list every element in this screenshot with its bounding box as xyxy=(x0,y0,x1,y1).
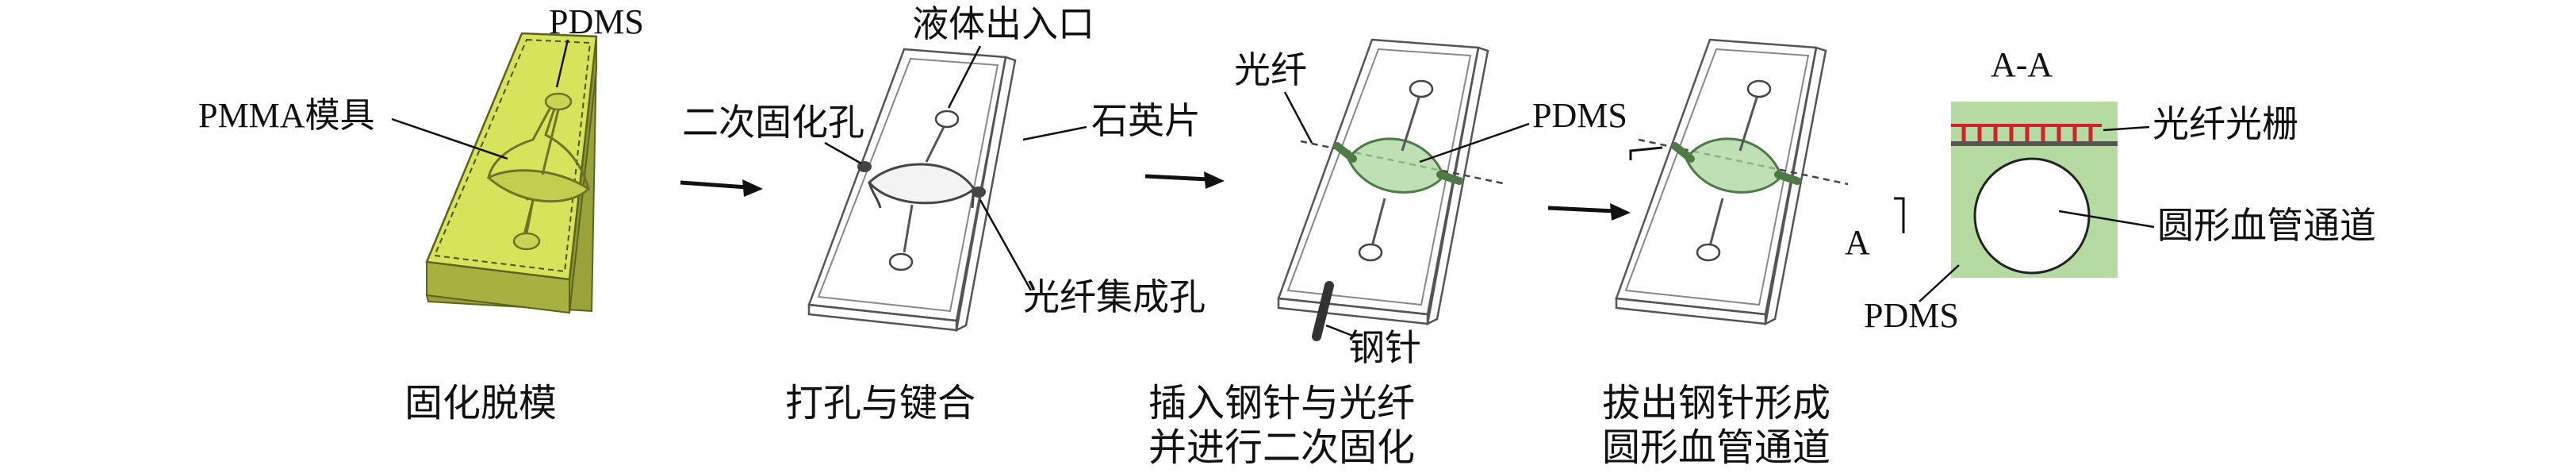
step3-chip-illustration xyxy=(1277,38,1508,341)
step4-caption-line1: 拔出钢针形成 xyxy=(1602,381,1830,425)
section-marker-left xyxy=(1629,146,1663,160)
arrow-3 xyxy=(1547,203,1631,221)
step4-section-a-label: A xyxy=(1845,223,1870,262)
step3-needle-label: 钢针 xyxy=(1348,326,1421,369)
step2-caption: 打孔与键合 xyxy=(785,381,976,425)
section-grating-label: 光纤光栅 xyxy=(2152,102,2298,145)
step2-hole-label: 二次固化孔 xyxy=(682,101,864,144)
arrow-2 xyxy=(1144,171,1225,189)
section-marker-right xyxy=(1894,197,1905,233)
cross-section-view xyxy=(1951,102,2118,278)
step3-caption-line2: 并进行二次固化 xyxy=(1148,425,1415,470)
step1-mold-label: PMMA模具 xyxy=(198,96,375,135)
step4-chip-illustration xyxy=(1615,38,1849,326)
section-title: A-A xyxy=(1991,45,2053,84)
step3-fiber-label: 光纤 xyxy=(1234,48,1307,91)
step1-caption: 固化脱模 xyxy=(404,381,557,425)
arrow-1 xyxy=(680,179,763,197)
step1-mold-illustration xyxy=(425,32,598,314)
circular-channel xyxy=(1973,157,2091,275)
step3-caption-line1: 插入钢针与光纤 xyxy=(1148,381,1415,425)
step4-caption-line2: 圆形血管通道 xyxy=(1602,425,1830,470)
step2-inlet-label: 液体出入口 xyxy=(912,2,1094,45)
section-pdms-label: PDMS xyxy=(1864,296,1959,335)
step2-quartz-label: 石英片 xyxy=(1091,99,1201,142)
step1-pdms-label: PDMS xyxy=(549,2,644,41)
fiber-grating xyxy=(1961,127,2093,141)
step3-pdms-label: PDMS xyxy=(1532,96,1627,135)
section-channel-label: 圆形血管通道 xyxy=(2157,204,2376,247)
step2-chip-illustration xyxy=(807,48,1017,333)
step2-fiberhole-label: 光纤集成孔 xyxy=(1023,275,1206,318)
